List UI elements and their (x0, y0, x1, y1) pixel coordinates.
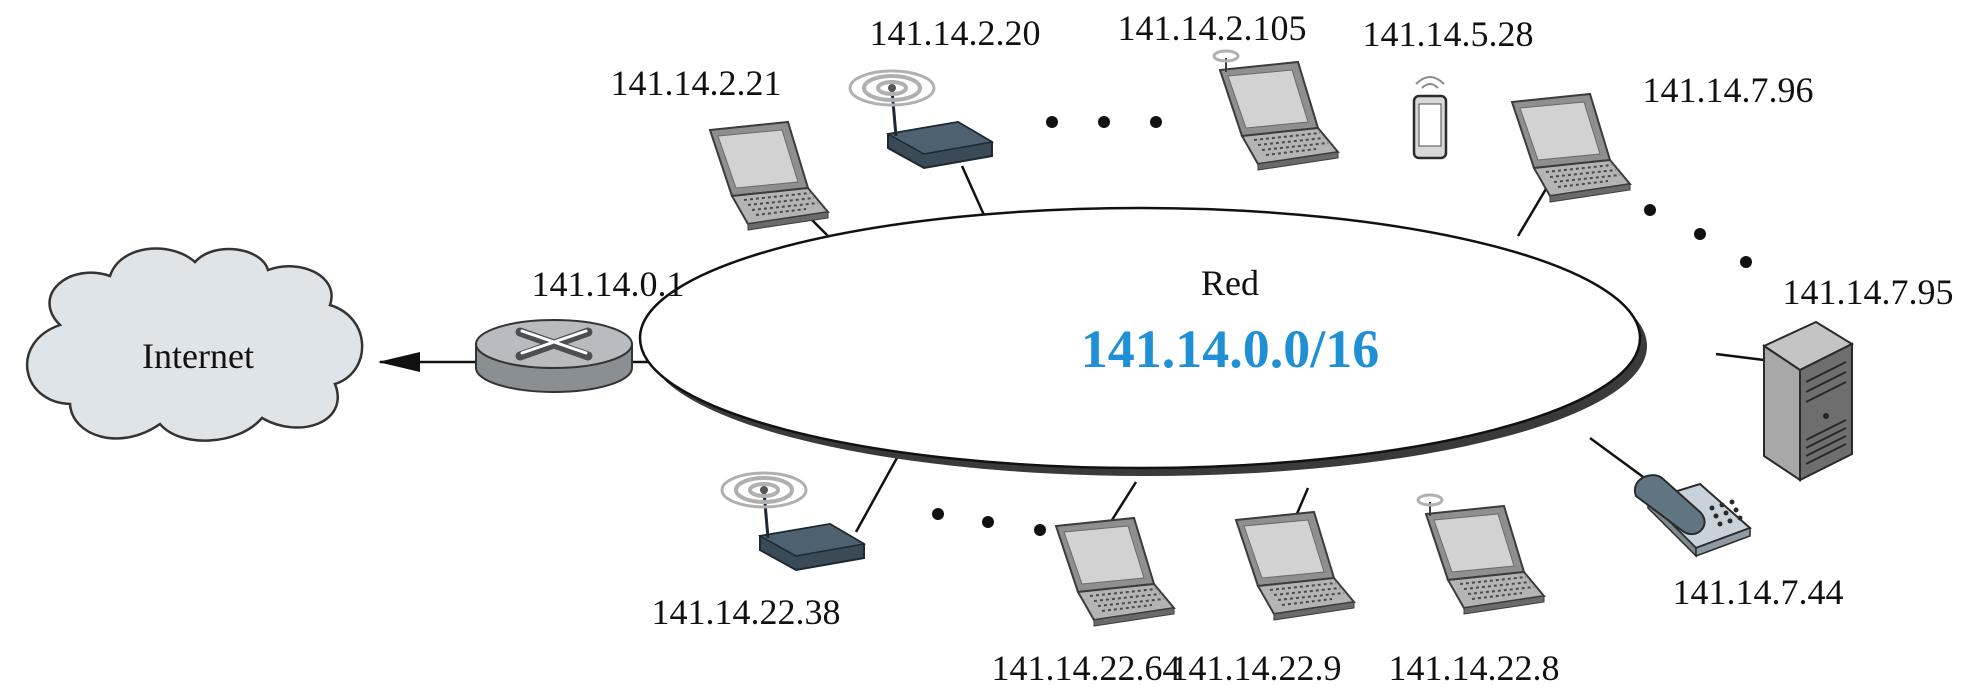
host-laptop-22-9-address: 141.14.22.9 (1171, 648, 1342, 688)
link-laptop-22-8 (1294, 487, 1310, 517)
link-laptop-22-64 (1110, 481, 1138, 521)
host-phone-7-44-address: 141.14.7.44 (1673, 572, 1844, 612)
laptop-icon (1212, 49, 1339, 171)
laptop-icon (1416, 493, 1545, 615)
ring-body (638, 206, 1642, 470)
laptop-icon (1055, 517, 1175, 627)
laptop-icon (1235, 511, 1355, 621)
cloud-icon (25, 247, 364, 442)
ellipsis-dots-top (1046, 116, 1162, 128)
host-phone-5-28-address: 141.14.5.28 (1363, 14, 1534, 54)
link-server-7-95 (1715, 352, 1765, 362)
host-laptop-2-21-address: 141.14.2.21 (611, 63, 782, 103)
network-address: 141.14.0.0/16 (1081, 319, 1380, 379)
host-ap-2-20-address: 141.14.2.20 (870, 13, 1041, 53)
server-tower-icon (1761, 320, 1855, 482)
host-laptop-22-64-address: 141.14.22.64 (992, 648, 1181, 688)
ellipsis-dots-right (1644, 204, 1752, 268)
internet-label: Internet (142, 336, 254, 376)
smartphone-icon (1412, 76, 1448, 160)
link-phone-7-44 (1589, 436, 1651, 484)
wireless-access-point-icon (720, 471, 866, 572)
link-ap-22-38 (854, 455, 900, 533)
host-ap-22-38-address: 141.14.22.38 (652, 592, 841, 632)
host-laptop-2-105-address: 141.14.2.105 (1118, 8, 1307, 48)
host-server-7-95-address: 141.14.7.95 (1783, 272, 1954, 312)
wireless-access-point-icon (848, 69, 994, 170)
arrow-to-internet (378, 352, 476, 372)
desk-telephone-icon (1633, 474, 1752, 558)
host-laptop-7-96-address: 141.14.7.96 (1643, 70, 1814, 110)
router-icon (475, 319, 633, 393)
network-name: Red (1201, 263, 1259, 303)
network-ring (638, 206, 1647, 476)
router-address: 141.14.0.1 (532, 264, 685, 304)
laptop-icon (1511, 93, 1631, 203)
host-laptop-22-8-address: 141.14.22.8 (1389, 648, 1560, 688)
ellipsis-dots-bottom (932, 508, 1046, 536)
laptop-icon (709, 121, 829, 231)
